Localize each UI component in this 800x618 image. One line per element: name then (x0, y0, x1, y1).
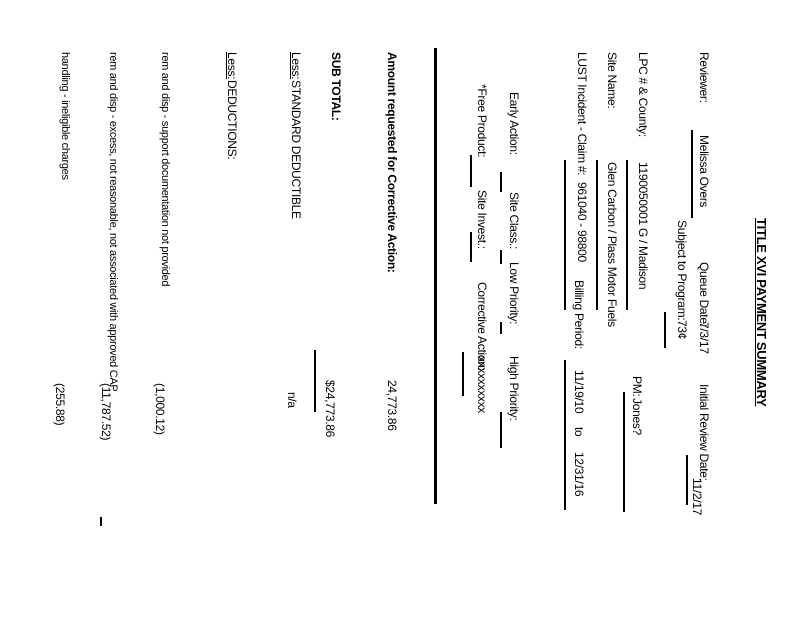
deduction-item-1-value: (1,000.12) (153, 383, 167, 435)
site-name-underline (596, 160, 598, 310)
site-class-blank (500, 250, 502, 264)
lust-label: LUST Incident - Claim #: (575, 52, 589, 176)
deduction-item-2-text: rem and disp - excess, not reasonable, n… (107, 52, 119, 392)
site-invest-label: Site Invest.: (475, 190, 489, 249)
amount-label: Amount requested for Corrective Action: (385, 52, 399, 273)
initial-review-label: Initial Review Date: (697, 384, 711, 481)
deductible-value: n/a (285, 392, 299, 408)
deductible-label: STANDARD DEDUCTIBLE (289, 80, 303, 219)
low-priority-blank (500, 322, 502, 334)
pm-underline (623, 392, 625, 512)
billing-to: 12/31/16 (572, 452, 586, 497)
reviewer-value: Melissa Overs (697, 135, 711, 208)
site-class-label: Site Class.: (507, 192, 521, 250)
corrective-value: xxxxxxxxxx (475, 356, 489, 414)
billing-from: 11/19/10 (572, 370, 586, 414)
queue-date-value: 7/3/17 (697, 322, 711, 354)
free-product-blank (470, 155, 472, 187)
site-invest-blank (470, 232, 472, 262)
subject-underline (664, 312, 666, 348)
deduction-item-3-value: (255.88) (53, 383, 67, 426)
corrective-underline (462, 352, 464, 396)
subtotal-label: SUB TOTAL: (329, 52, 343, 121)
reviewer-label: Reviewer: (697, 52, 711, 103)
deduction-item-2-value: (11,787.52) (99, 383, 113, 441)
section-separator (434, 48, 437, 504)
amount-value: 24,773.86 (385, 380, 399, 431)
lpc-value: 1190050001 G / Madison (636, 162, 650, 290)
billing-to-label: to (572, 427, 586, 437)
early-action-label: Early Action: (507, 92, 521, 155)
high-priority-blank (500, 412, 502, 448)
form-title: TITLE XVI PAYMENT SUMMARY (754, 218, 769, 407)
amount-rule (314, 350, 316, 412)
initial-review-underline (686, 455, 688, 505)
lpc-underline (626, 160, 628, 310)
billing-label: Billing Period: (572, 280, 586, 349)
site-name-label: Site Name: (605, 52, 619, 109)
deductions-label: DEDUCTIONS: (225, 80, 239, 160)
early-action-blank (500, 172, 502, 192)
subject-value: 73¢ (675, 320, 689, 340)
lust-value: 961040 - 98800 (575, 182, 589, 262)
lpc-label: LPC # & County: (636, 52, 650, 137)
subject-label: Subject to Program: (675, 220, 689, 321)
less-label-1: Less: (289, 52, 303, 80)
high-priority-label: High Priority: (507, 356, 521, 421)
queue-date-label: Queue Date: (697, 262, 711, 327)
reviewer-underline (691, 130, 693, 218)
free-product-label: *Free Product: (475, 84, 489, 158)
less-label-2: Less: (225, 52, 239, 80)
lust-underline (564, 160, 566, 310)
pm-value: Jones? (630, 398, 644, 435)
subtotal-value: $24,773.86 (323, 380, 337, 438)
deduction-item-1-text: rem and disp - support documentation not… (159, 52, 171, 287)
site-name-value: Glen Carbon / Plass Motor Fuels (605, 162, 619, 327)
deduction-item-2-tick (100, 517, 102, 526)
low-priority-label: Low Priority: (507, 262, 521, 325)
pm-label: PM: (630, 376, 644, 397)
initial-review-value: 11/2/17 (690, 478, 704, 516)
deduction-item-3-text: handling - ineligible charges (59, 52, 71, 180)
billing-underline (564, 360, 566, 510)
